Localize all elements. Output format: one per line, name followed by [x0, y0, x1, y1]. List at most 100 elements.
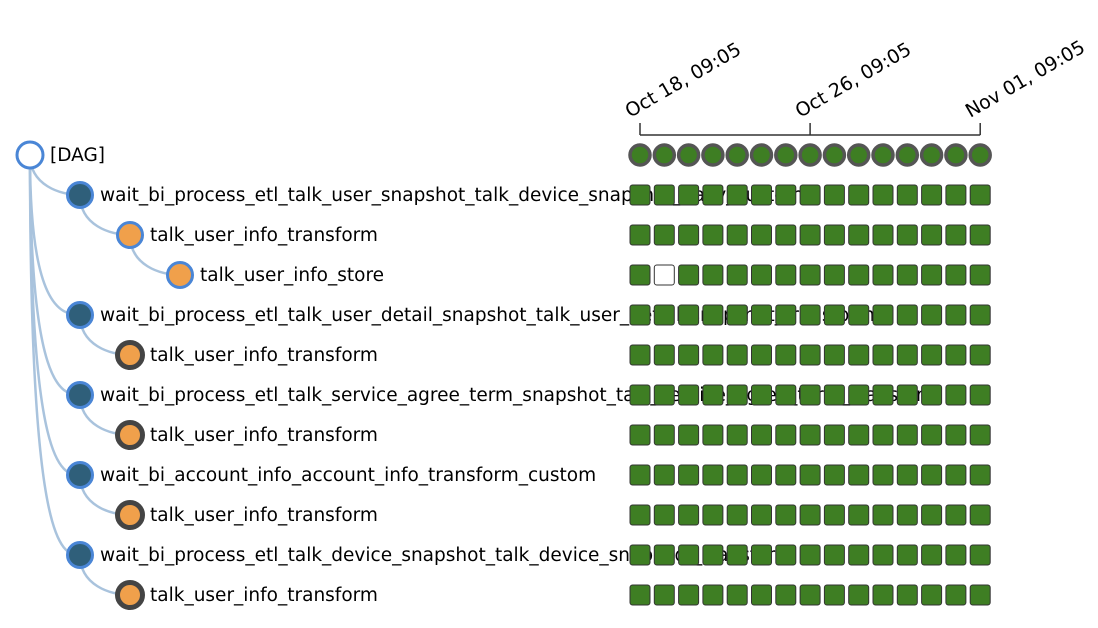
task-instance-success[interactable] [726, 464, 748, 486]
task-instance-success[interactable] [945, 384, 967, 406]
dag-run-circle[interactable] [919, 143, 944, 167]
task-instance-success[interactable] [921, 264, 943, 286]
task-instance-success[interactable] [896, 344, 918, 366]
task-instance-success[interactable] [896, 504, 918, 526]
operator-node-circle[interactable] [166, 261, 194, 289]
task-instance-success[interactable] [872, 224, 894, 246]
task-instance-success[interactable] [823, 224, 845, 246]
dag-run-circle[interactable] [798, 143, 822, 167]
task-instance-success[interactable] [678, 304, 700, 326]
sensor-node-circle[interactable] [66, 381, 94, 409]
task-instance-success[interactable] [872, 424, 894, 446]
task-instance-success[interactable] [969, 384, 991, 406]
task-instance-success[interactable] [678, 184, 700, 206]
task-instance-success[interactable] [726, 224, 748, 246]
task-instance-success[interactable] [775, 304, 797, 326]
task-instance-success[interactable] [775, 264, 797, 286]
task-instance-success[interactable] [653, 504, 675, 526]
task-instance-success[interactable] [823, 184, 845, 206]
task-instance-success[interactable] [872, 544, 894, 566]
task-instance-success[interactable] [751, 224, 772, 246]
task-node[interactable]: talk_user_info_transform [115, 340, 378, 370]
task-instance-success[interactable] [678, 224, 700, 246]
task-instance-success[interactable] [921, 584, 943, 606]
operator-node-circle[interactable] [115, 500, 145, 530]
task-instance-success[interactable] [629, 384, 651, 406]
task-instance-success[interactable] [799, 224, 821, 246]
task-instance-success[interactable] [799, 384, 821, 406]
task-instance-success[interactable] [702, 224, 724, 246]
task-instance-success[interactable] [823, 304, 845, 326]
task-instance-success[interactable] [799, 464, 821, 486]
task-instance-success[interactable] [799, 584, 821, 606]
task-instance-success[interactable] [823, 424, 845, 446]
dag-run-circle[interactable] [944, 143, 968, 167]
task-instance-success[interactable] [702, 384, 724, 406]
task-instance-success[interactable] [945, 424, 967, 446]
task-instance-success[interactable] [629, 224, 651, 246]
dag-root-circle[interactable] [15, 140, 45, 170]
task-instance-success[interactable] [945, 584, 967, 606]
task-instance-success[interactable] [969, 344, 991, 366]
task-instance-success[interactable] [702, 344, 724, 366]
task-instance-success[interactable] [872, 584, 894, 606]
task-instance-success[interactable] [629, 264, 651, 286]
task-instance-success[interactable] [848, 384, 870, 406]
task-instance-success[interactable] [702, 264, 724, 286]
task-instance-success[interactable] [629, 504, 651, 526]
task-instance-success[interactable] [921, 464, 943, 486]
dag-run-circle[interactable] [628, 143, 652, 167]
task-instance-success[interactable] [823, 344, 845, 366]
task-instance-success[interactable] [872, 344, 894, 366]
task-instance-success[interactable] [848, 224, 870, 246]
task-instance-success[interactable] [969, 504, 991, 526]
dag-run-circle[interactable] [749, 143, 774, 167]
task-instance-success[interactable] [653, 424, 675, 446]
task-instance-success[interactable] [921, 184, 943, 206]
task-instance-success[interactable] [653, 584, 675, 606]
task-instance-success[interactable] [848, 184, 870, 206]
task-instance-success[interactable] [921, 384, 943, 406]
task-instance-success[interactable] [823, 544, 845, 566]
task-instance-success[interactable] [969, 304, 991, 326]
sensor-node-circle[interactable] [66, 301, 94, 329]
task-instance-success[interactable] [848, 584, 870, 606]
task-instance-success[interactable] [702, 504, 724, 526]
task-instance-success[interactable] [653, 224, 675, 246]
task-instance-success[interactable] [848, 264, 870, 286]
task-node[interactable]: wait_bi_process_etl_talk_user_snapshot_t… [66, 181, 804, 209]
task-instance-success[interactable] [751, 304, 772, 326]
task-instance-success[interactable] [751, 584, 772, 606]
task-instance-success[interactable] [751, 504, 772, 526]
task-instance-success[interactable] [823, 584, 845, 606]
task-instance-success[interactable] [726, 584, 748, 606]
task-instance-success[interactable] [969, 584, 991, 606]
task-instance-success[interactable] [872, 304, 894, 326]
dag-run-circle[interactable] [846, 143, 871, 167]
task-instance-success[interactable] [872, 384, 894, 406]
task-instance-success[interactable] [921, 544, 943, 566]
task-instance-success[interactable] [945, 224, 967, 246]
task-instance-success[interactable] [653, 344, 675, 366]
dag-run-circle[interactable] [701, 143, 725, 167]
task-instance-success[interactable] [629, 304, 651, 326]
task-instance-success[interactable] [945, 184, 967, 206]
task-instance-success[interactable] [726, 424, 748, 446]
task-instance-success[interactable] [702, 184, 724, 206]
task-instance-success[interactable] [629, 464, 651, 486]
task-instance-success[interactable] [726, 504, 748, 526]
task-instance-success[interactable] [896, 384, 918, 406]
operator-node-circle[interactable] [115, 340, 145, 370]
task-instance-success[interactable] [896, 584, 918, 606]
task-instance-success[interactable] [726, 544, 748, 566]
task-instance-success[interactable] [848, 304, 870, 326]
task-instance-no-status[interactable] [653, 264, 675, 286]
task-instance-success[interactable] [823, 504, 845, 526]
task-instance-success[interactable] [751, 424, 772, 446]
task-instance-success[interactable] [799, 304, 821, 326]
task-node[interactable]: talk_user_info_store [166, 261, 385, 289]
task-instance-success[interactable] [848, 504, 870, 526]
task-instance-success[interactable] [969, 544, 991, 566]
dag-run-circle[interactable] [895, 143, 920, 167]
task-instance-success[interactable] [896, 424, 918, 446]
